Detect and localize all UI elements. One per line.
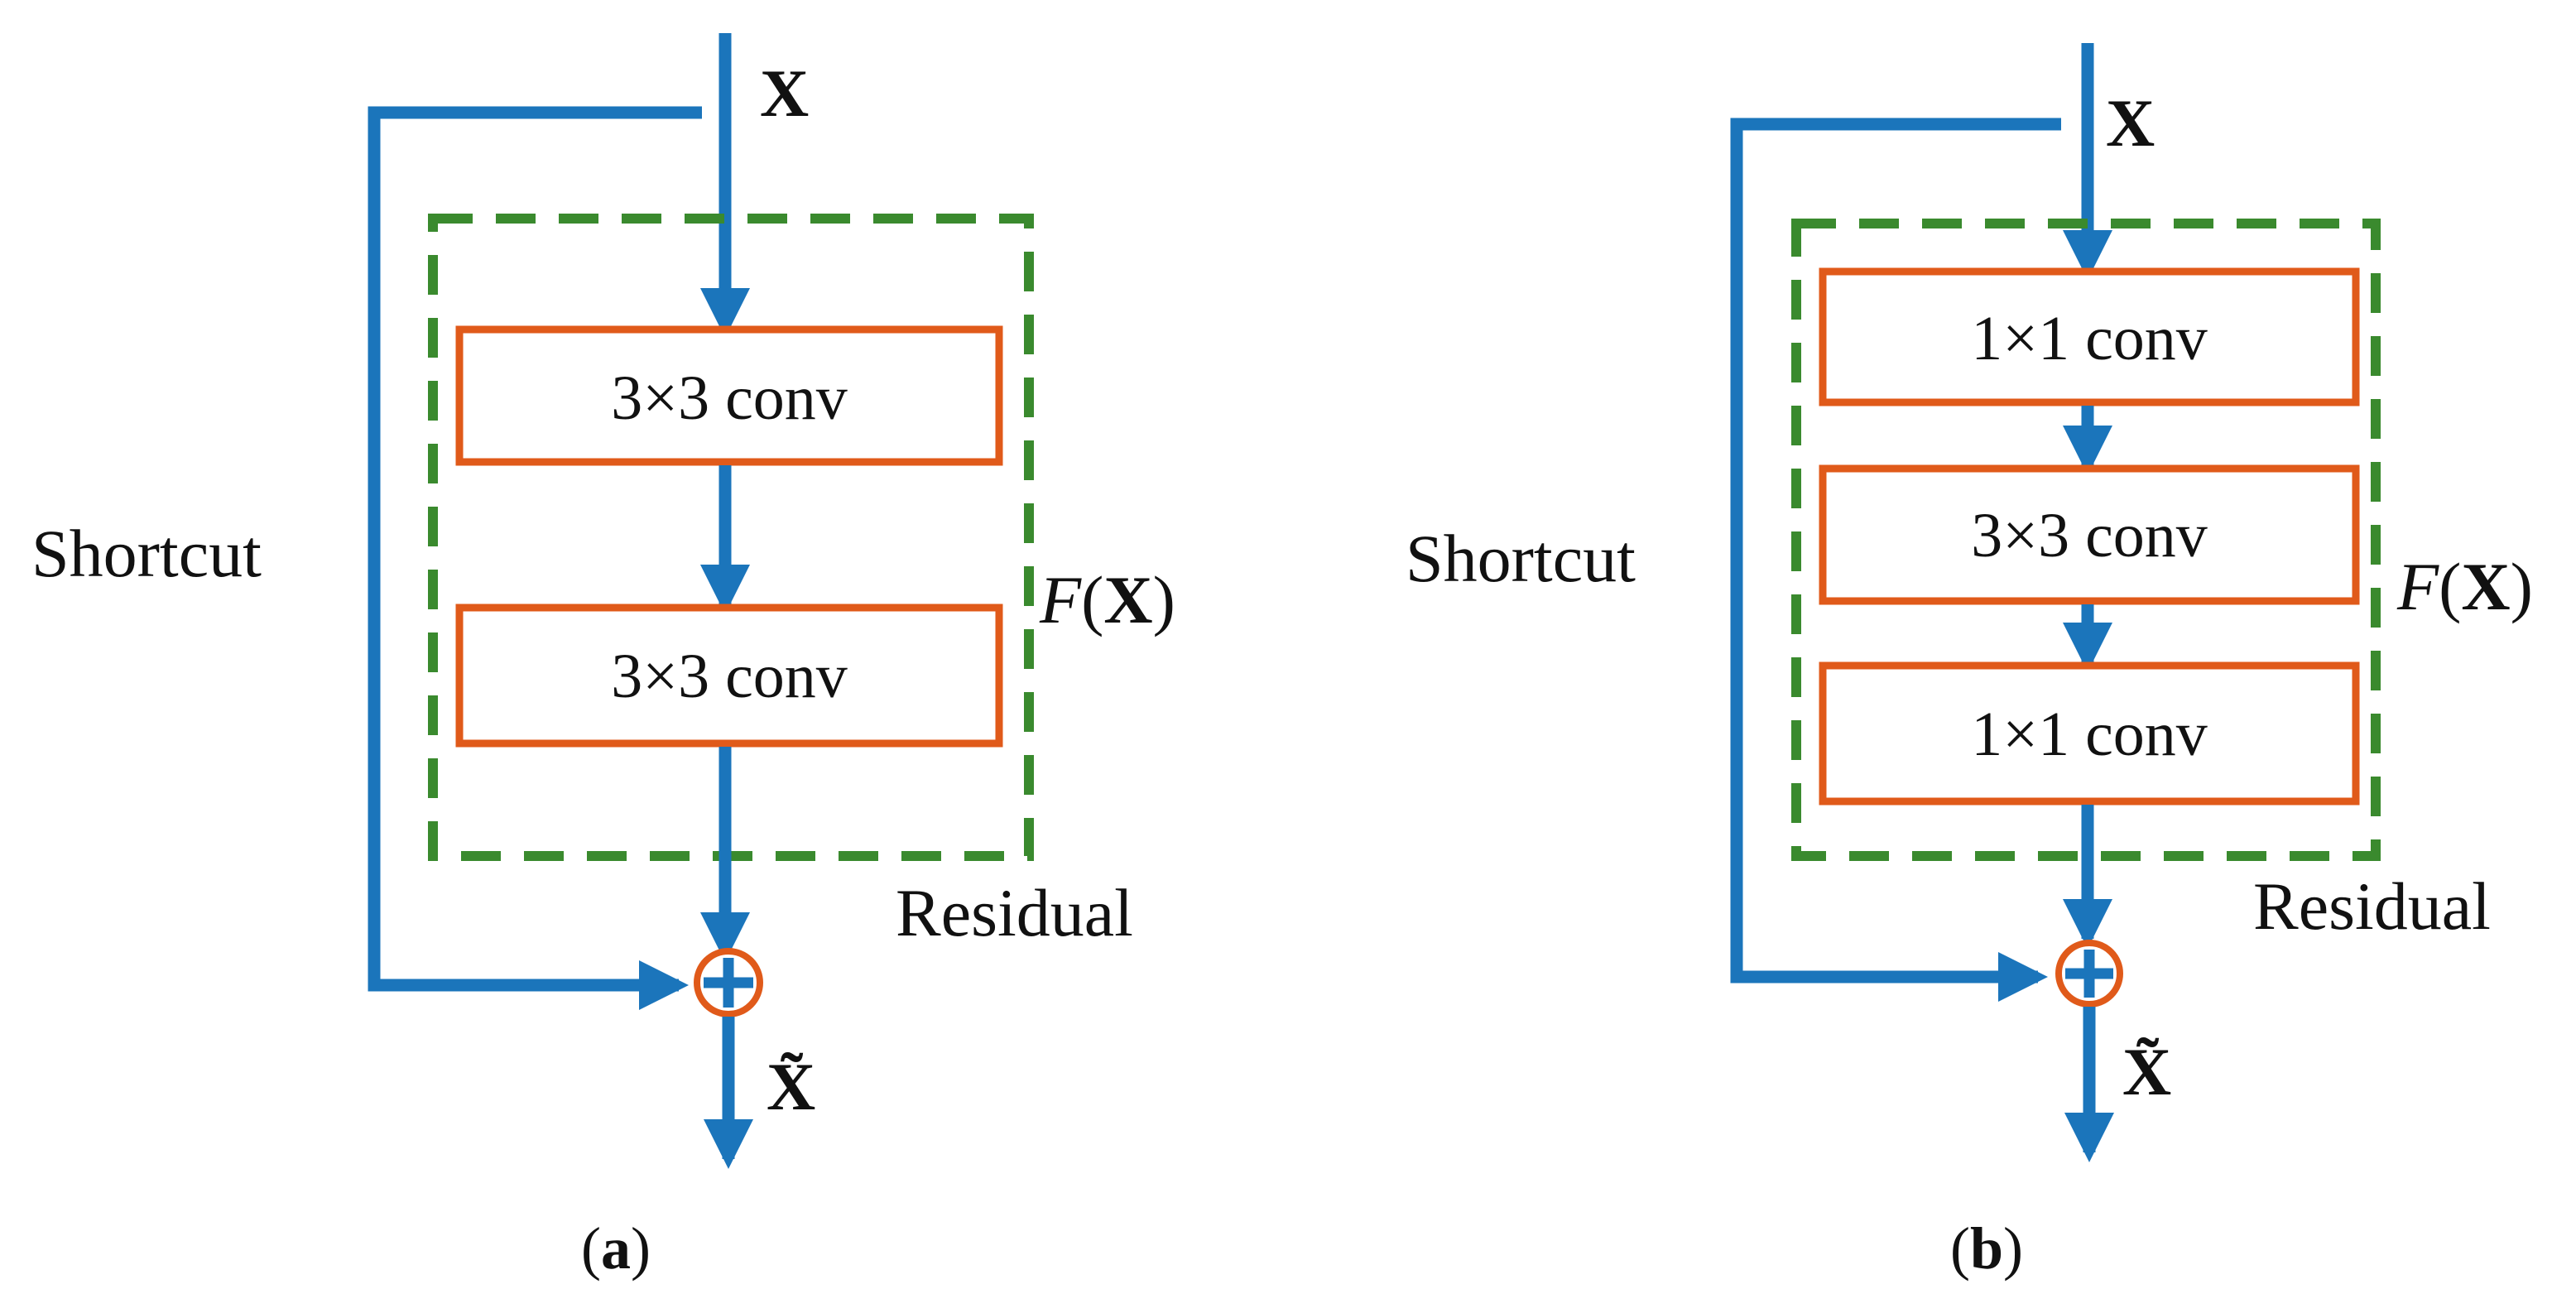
- diagram-a: X 3×3 conv 3×3 conv X̃ Shortcut Residual…: [31, 33, 1175, 1282]
- caption: (a): [581, 1215, 651, 1282]
- diagram-b: X 1×1 conv 3×3 conv 1×1 conv X̃ Shortc: [1406, 43, 2533, 1282]
- function-label: F(X): [1039, 562, 1175, 637]
- output-label: X̃: [767, 1049, 815, 1124]
- residual-label: Residual: [2253, 868, 2491, 944]
- shortcut-path: [1730, 118, 2061, 1002]
- output-label: X̃: [2122, 1034, 2171, 1109]
- input-label: X: [760, 55, 809, 131]
- residual-label: Residual: [896, 875, 1133, 950]
- conv-layer-label: 1×1 conv: [1971, 304, 2208, 373]
- conv-layer-label: 1×1 conv: [1971, 700, 2208, 769]
- shortcut-label: Shortcut: [1406, 521, 1636, 596]
- circled-plus-icon: [2055, 940, 2123, 1008]
- conv-layer-label: 3×3 conv: [1971, 501, 2208, 570]
- shortcut-path: [368, 106, 702, 1010]
- conv-layer-label: 3×3 conv: [611, 363, 848, 433]
- caption: (b): [1950, 1215, 2023, 1282]
- residual-dashed-box: [1791, 219, 2381, 861]
- function-label: F(X): [2396, 549, 2533, 624]
- conv-layer-box: [455, 325, 1003, 466]
- conv-layer-box: [455, 604, 1003, 748]
- conv-layer-box: [1819, 267, 2360, 406]
- input-label: X: [2106, 85, 2155, 161]
- shortcut-label: Shortcut: [31, 516, 262, 591]
- conv-layer-label: 3×3 conv: [611, 642, 848, 711]
- conv-layer-box: [1819, 661, 2360, 806]
- circled-plus-icon: [694, 948, 763, 1017]
- conv-layer-box: [1819, 464, 2360, 605]
